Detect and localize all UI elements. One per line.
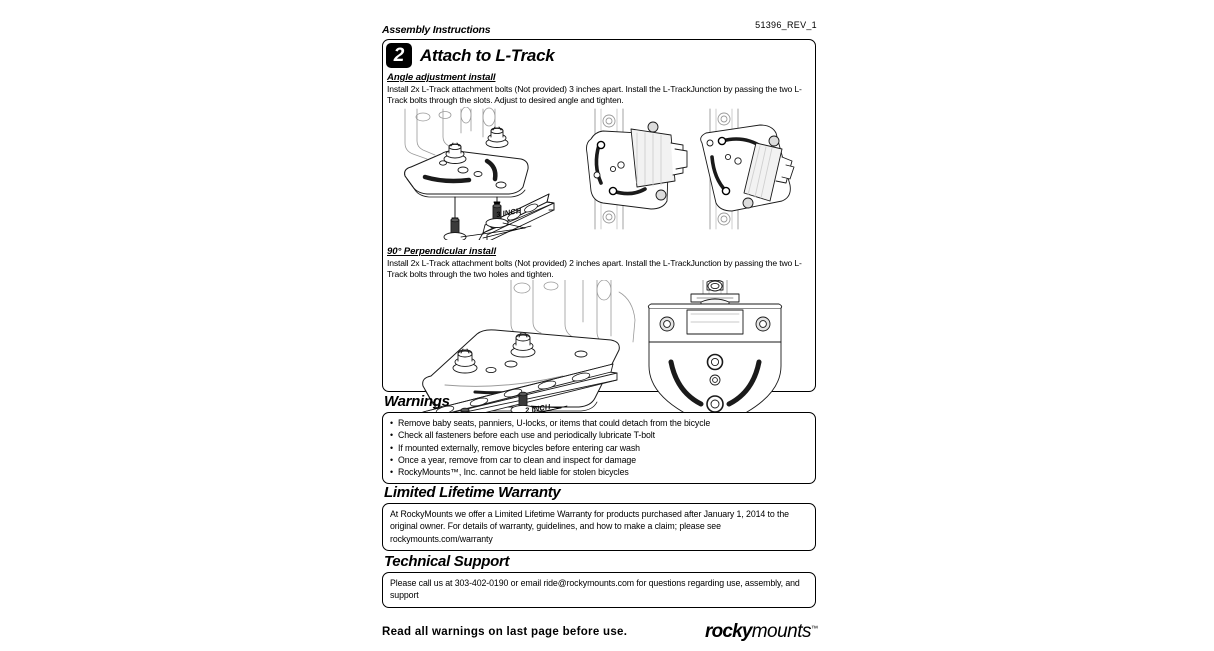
support-section: Technical Support Please call us at 303-… — [382, 553, 816, 608]
step-title: Attach to L-Track — [420, 46, 555, 65]
warnings-section: Warnings Remove baby seats, panniers, U-… — [382, 393, 816, 485]
instruction-page: Assembly Instructions 51396_REV_1 2 Atta… — [382, 0, 818, 651]
angle-install-heading: Angle adjustment install — [387, 72, 496, 83]
warnings-title: Warnings — [384, 393, 450, 410]
warranty-box: At RockyMounts we offer a Limited Lifeti… — [382, 503, 816, 551]
step-header: 2 Attach to L-Track — [383, 43, 815, 68]
angle-install-body: Install 2x L-Track attachment bolts (Not… — [387, 84, 802, 105]
list-item: If mounted externally, remove bicycles b… — [390, 442, 808, 455]
step-panel: 2 Attach to L-Track Angle adjustment ins… — [382, 39, 816, 429]
list-item: RockyMounts™, Inc. cannot be held liable… — [390, 466, 808, 479]
rockymounts-logo: rockymounts™ — [705, 621, 818, 643]
revision-code: 51396_REV_1 — [755, 20, 817, 30]
page-footer: Read all warnings on last page before us… — [382, 621, 818, 651]
warranty-section: Limited Lifetime Warranty At RockyMounts… — [382, 484, 816, 551]
perpendicular-install-heading: 90° Perpendicular install — [387, 246, 497, 258]
logo-light-text: mounts — [751, 621, 812, 642]
support-text: Please call us at 303-402-0190 or email … — [390, 578, 800, 601]
logo-bold-text: rocky — [704, 621, 752, 642]
footer-note: Read all warnings on last page before us… — [382, 626, 628, 638]
list-item: Remove baby seats, panniers, U-locks, or… — [390, 417, 808, 430]
list-item: Check all fasteners before each use and … — [390, 429, 808, 442]
document-title: Assembly Instructions — [382, 24, 491, 36]
perpendicular-install-diagram — [414, 280, 783, 429]
trademark-symbol: ™ — [811, 625, 818, 633]
angle-install-illustration: 3 INCH — [383, 107, 815, 241]
step-number-badge: 2 — [386, 43, 412, 68]
warnings-list: Remove baby seats, panniers, U-locks, or… — [390, 417, 808, 479]
warranty-text: At RockyMounts we offer a Limited Lifeti… — [390, 509, 789, 544]
support-title: Technical Support — [384, 553, 510, 570]
page-header: Assembly Instructions 51396_REV_1 — [382, 0, 817, 36]
perpendicular-install-illustration: 2 INCH — [383, 280, 815, 429]
warranty-title: Limited Lifetime Warranty — [384, 484, 561, 501]
warnings-box: Remove baby seats, panniers, U-locks, or… — [382, 412, 816, 485]
angle-install-diagram — [404, 107, 795, 241]
list-item: Once a year, remove from car to clean an… — [390, 454, 808, 467]
support-box: Please call us at 303-402-0190 or email … — [382, 572, 816, 608]
perpendicular-install-body: Install 2x L-Track attachment bolts (Not… — [387, 258, 802, 279]
